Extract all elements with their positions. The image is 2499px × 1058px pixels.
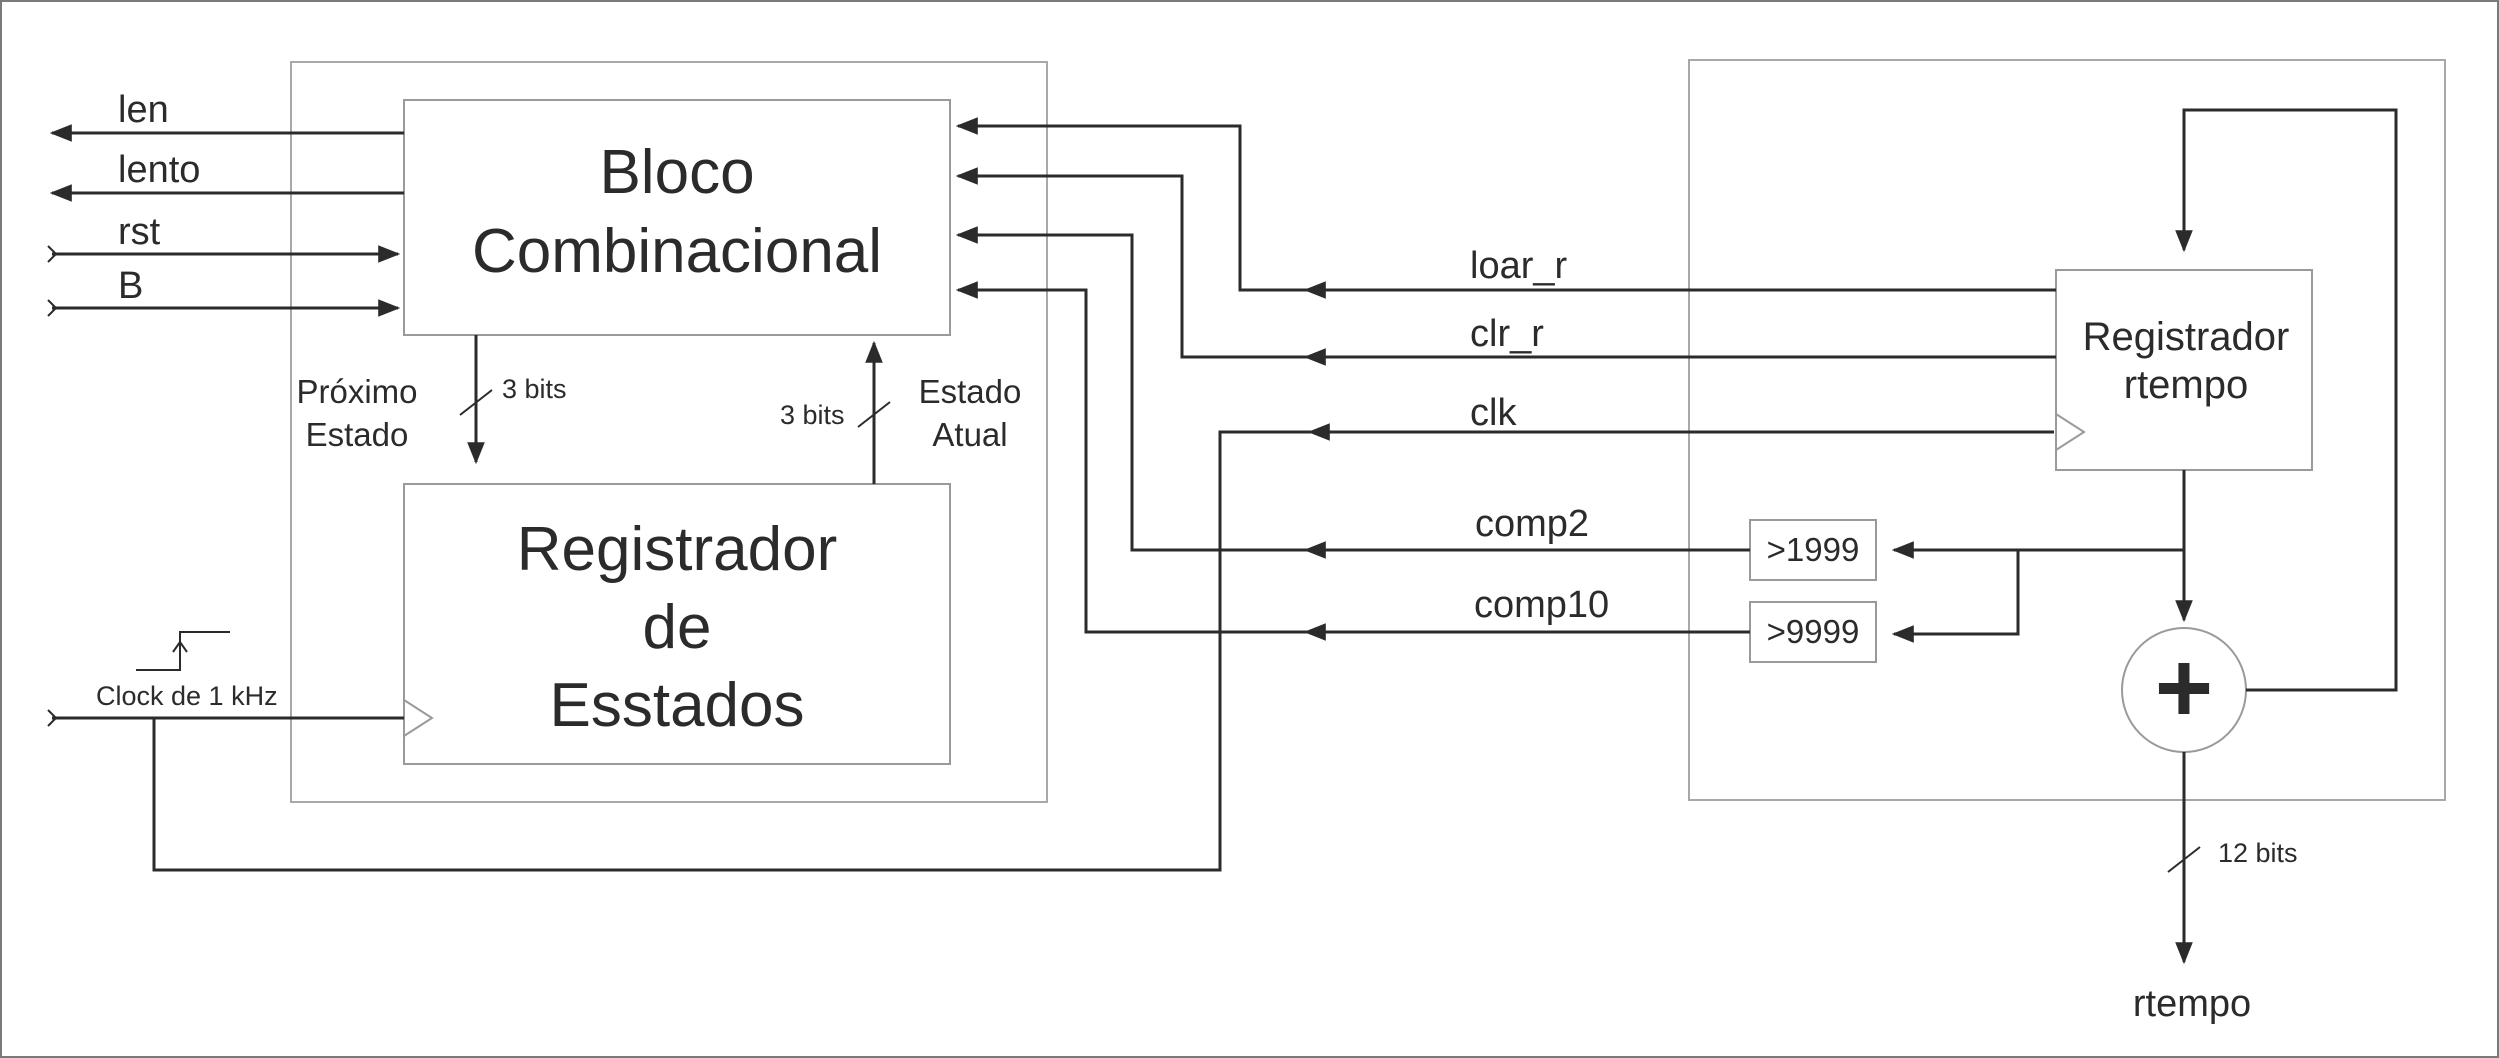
load-signal-wire xyxy=(955,117,2056,292)
feedback-loop-wire xyxy=(2175,108,2398,692)
next-state-label-1: Próximo xyxy=(296,373,417,410)
state-register-title-2: de xyxy=(643,593,712,662)
comp2-label: comp2 xyxy=(1475,503,1589,545)
combinational-block xyxy=(403,99,951,336)
load-signal-label: loar_r xyxy=(1470,245,1567,287)
time-register-title-1: Registrador xyxy=(2083,315,2290,359)
comparator-1999-label: >1999 xyxy=(1767,531,1860,568)
state-register-clock-triangle xyxy=(403,699,434,737)
current-state-label-1: Estado xyxy=(919,373,1022,410)
rtempo-output-label: rtempo xyxy=(2133,983,2251,1025)
lento-label: lento xyxy=(118,149,200,191)
clock-edge-icon xyxy=(136,631,230,671)
comp10-label: comp10 xyxy=(1474,584,1609,626)
clk-label: clk xyxy=(1470,392,1517,434)
current-state-width: 3 bits xyxy=(780,400,845,430)
state-register-title-3: Esstados xyxy=(549,671,804,740)
clock-edge-arrow-icon xyxy=(172,640,188,653)
combinational-title-1: Bloco xyxy=(599,138,754,207)
datapath-frame xyxy=(1688,59,2446,801)
b-label: B xyxy=(118,265,143,307)
rst-label: rst xyxy=(118,211,161,253)
time-register-title-2: rtempo xyxy=(2124,363,2249,407)
len-label: len xyxy=(118,89,169,131)
state-register-title-1: Registrador xyxy=(517,515,837,584)
next-state-label-2: Estado xyxy=(306,416,409,453)
combinational-title-2: Combinacional xyxy=(472,217,882,286)
adder-plus-icon: + xyxy=(2155,632,2213,744)
clock-label: Clock de 1 kHz xyxy=(96,681,278,711)
b-input-tail xyxy=(47,299,58,317)
next-state-width: 3 bits xyxy=(502,374,567,404)
current-state-label-2: Atual xyxy=(932,416,1007,453)
comp2-wire xyxy=(955,226,1750,552)
rtempo-bus-width: 12 bits xyxy=(2218,838,2298,868)
state-register-block xyxy=(403,483,951,765)
rst-input-tail xyxy=(47,245,58,263)
clear-signal-label: clr_r xyxy=(1470,313,1544,355)
comparator-9999-label: >9999 xyxy=(1767,613,1860,650)
comparator-9999-feed-wire xyxy=(1891,550,2020,643)
comp10-wire xyxy=(955,281,1750,634)
clock-input-tail xyxy=(47,709,58,727)
control-unit-frame xyxy=(290,61,1048,803)
comparator-1999 xyxy=(1749,519,1877,581)
clear-signal-wire xyxy=(955,167,2056,359)
time-register-clock-triangle xyxy=(2055,413,2086,451)
rtempo-bus-slash xyxy=(2167,846,2201,873)
current-state-bus-slash xyxy=(857,401,891,428)
next-state-bus-slash xyxy=(459,389,493,416)
